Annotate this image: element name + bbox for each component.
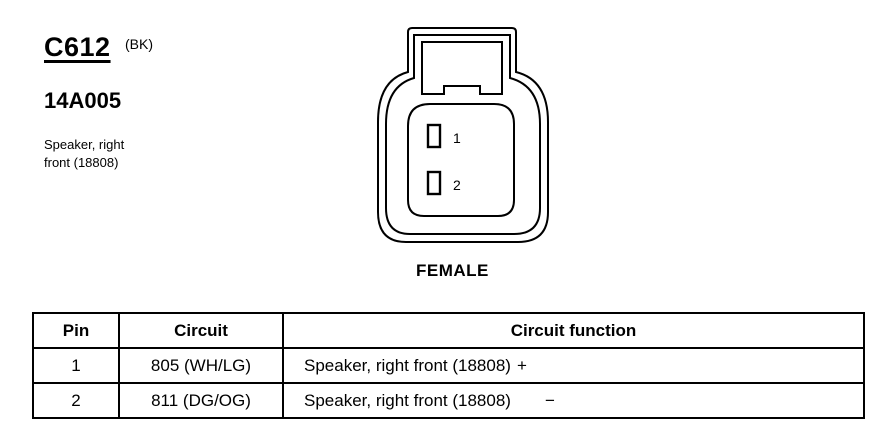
header-pin: Pin: [32, 312, 120, 349]
cell-circuit: 811 (DG/OG): [118, 382, 284, 419]
description-line-2: front (18808): [44, 155, 119, 170]
part-number: 14A005: [44, 88, 122, 113]
function-text: Speaker, right front (18808): [304, 390, 511, 410]
connector-id: C612: [44, 32, 111, 62]
connector-description: Speaker, right front (18808): [44, 136, 184, 172]
cell-circuit-function: Speaker, right front (18808)+: [282, 347, 865, 384]
pin-2-label: 2: [453, 177, 461, 193]
table-header-row: Pin Circuit Circuit function: [32, 312, 865, 349]
table-row: 1 805 (WH/LG) Speaker, right front (1880…: [32, 347, 865, 384]
pin-cavity-face: [407, 103, 515, 217]
connector-header: C612 (BK): [44, 32, 153, 63]
pin-circuit-table: Pin Circuit Circuit function 1 805 (WH/L…: [32, 312, 865, 419]
pin-2-terminal: [426, 170, 442, 196]
table-row: 2 811 (DG/OG) Speaker, right front (1880…: [32, 382, 865, 419]
connector-outer-shell: [377, 27, 549, 243]
header-circuit: Circuit: [118, 312, 284, 349]
function-text: Speaker, right front (18808): [304, 355, 511, 375]
description-line-1: Speaker, right: [44, 137, 125, 152]
polarity-sign: −: [544, 390, 555, 410]
locking-tab: [421, 41, 503, 95]
connector-inner-shell: [385, 34, 541, 235]
pin-1-terminal: [426, 123, 442, 149]
cell-circuit-function: Speaker, right front (18808) −: [282, 382, 865, 419]
connector-gender-label: FEMALE: [416, 261, 489, 280]
pin-1-label: 1: [453, 130, 461, 146]
cell-pin: 2: [32, 382, 120, 419]
polarity-sign: +: [516, 355, 527, 375]
connector-face-diagram: 1 2: [377, 27, 549, 243]
connector-color-code: (BK): [125, 36, 153, 52]
header-circuit-function: Circuit function: [282, 312, 865, 349]
cell-pin: 1: [32, 347, 120, 384]
cell-circuit: 805 (WH/LG): [118, 347, 284, 384]
